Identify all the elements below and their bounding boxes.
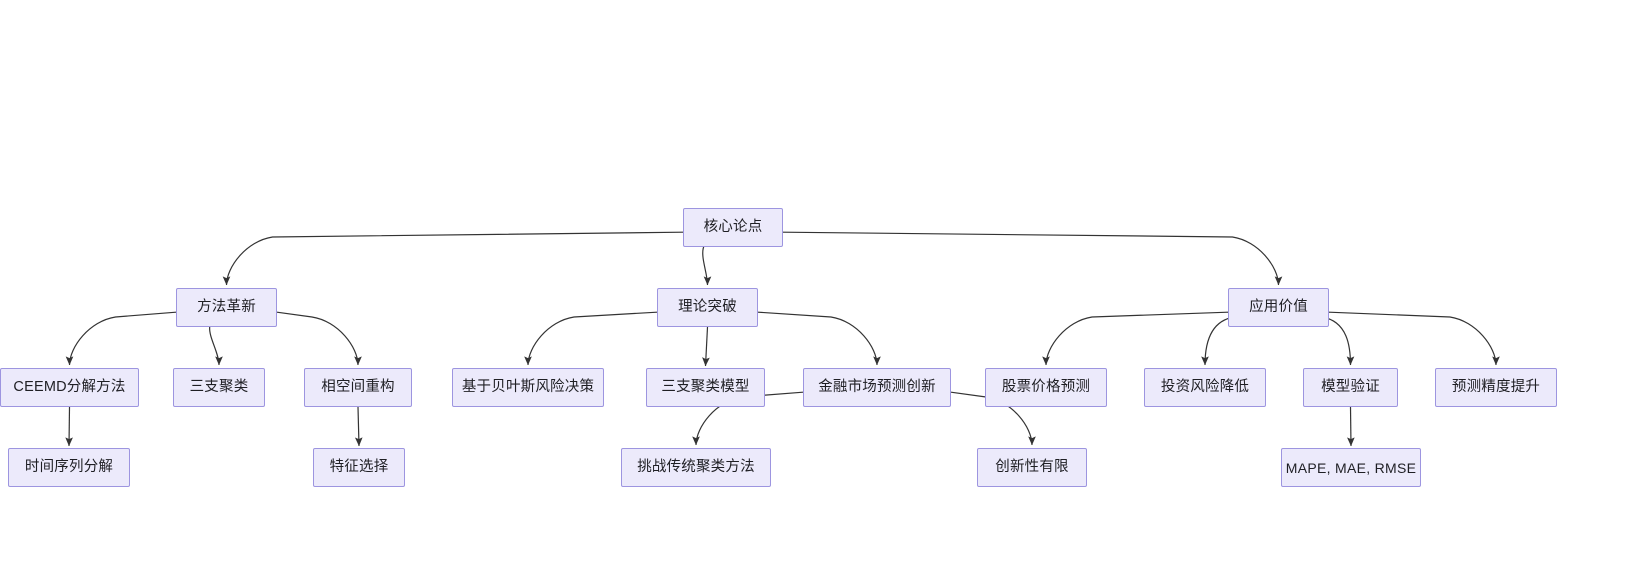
edge-l2c3-to-l3c3 bbox=[1347, 406, 1355, 447]
node-l1c[interactable]: 应用价值 bbox=[1228, 288, 1329, 327]
node-l1a[interactable]: 方法革新 bbox=[176, 288, 277, 327]
edge-l2a3-to-l3a3 bbox=[354, 406, 363, 447]
node-label: 挑战传统聚类方法 bbox=[637, 459, 755, 476]
node-root[interactable]: 核心论点 bbox=[683, 208, 783, 247]
node-label: 三支聚类 bbox=[189, 379, 249, 396]
edge-l1a-to-l2a3 bbox=[276, 311, 362, 366]
edge-l1c-to-l2c1 bbox=[1042, 311, 1229, 366]
node-label: 三支聚类模型 bbox=[661, 379, 750, 396]
node-l2a1[interactable]: CEEMD分解方法 bbox=[0, 368, 139, 407]
edge-l1b-to-l2b1 bbox=[524, 311, 658, 366]
node-l3a1[interactable]: 时间序列分解 bbox=[8, 448, 130, 487]
node-l2c2[interactable]: 投资风险降低 bbox=[1144, 368, 1266, 407]
node-label: 方法革新 bbox=[197, 299, 256, 316]
node-l2c4[interactable]: 预测精度提升 bbox=[1435, 368, 1557, 407]
node-l3b3a[interactable]: 挑战传统聚类方法 bbox=[621, 448, 771, 487]
node-label: 相空间重构 bbox=[321, 379, 395, 396]
node-l3a3[interactable]: 特征选择 bbox=[313, 448, 405, 487]
node-l3c3[interactable]: MAPE, MAE, RMSE bbox=[1281, 448, 1421, 487]
edge-l1c-to-l2c4 bbox=[1328, 311, 1500, 366]
node-label: 基于贝叶斯风险决策 bbox=[461, 379, 595, 396]
node-l2b3[interactable]: 金融市场预测创新 bbox=[803, 368, 951, 407]
node-label: 应用价值 bbox=[1249, 299, 1308, 316]
node-label: 模型验证 bbox=[1321, 379, 1380, 396]
node-label: 股票价格预测 bbox=[1001, 379, 1091, 396]
node-l2a3[interactable]: 相空间重构 bbox=[304, 368, 412, 407]
node-label: CEEMD分解方法 bbox=[13, 379, 126, 396]
node-label: 理论突破 bbox=[678, 299, 737, 316]
node-label: 预测精度提升 bbox=[1451, 379, 1541, 396]
node-label: 创新性有限 bbox=[995, 459, 1069, 476]
edge-l1b-to-l2b2 bbox=[702, 326, 710, 367]
node-l2b1[interactable]: 基于贝叶斯风险决策 bbox=[452, 368, 604, 407]
edge-l1a-to-l2a1 bbox=[65, 311, 177, 366]
node-label: 特征选择 bbox=[329, 459, 389, 476]
node-label: 金融市场预测创新 bbox=[818, 379, 936, 396]
node-l3b3b[interactable]: 创新性有限 bbox=[977, 448, 1087, 487]
edge-root-to-l1a bbox=[222, 231, 684, 286]
edge-paths bbox=[65, 231, 1500, 447]
node-l2c1[interactable]: 股票价格预测 bbox=[985, 368, 1107, 407]
edge-root-to-l1c bbox=[782, 231, 1283, 286]
edge-l1b-to-l2b3 bbox=[757, 311, 881, 366]
node-l1b[interactable]: 理论突破 bbox=[657, 288, 758, 327]
node-label: 投资风险降低 bbox=[1160, 379, 1250, 396]
node-l2b2[interactable]: 三支聚类模型 bbox=[646, 368, 765, 407]
node-label: 时间序列分解 bbox=[24, 459, 114, 476]
node-l2c3[interactable]: 模型验证 bbox=[1303, 368, 1398, 407]
node-l2a2[interactable]: 三支聚类 bbox=[173, 368, 265, 407]
node-label: 核心论点 bbox=[703, 219, 763, 236]
node-label: MAPE, MAE, RMSE bbox=[1285, 459, 1417, 476]
edge-l2a1-to-l3a1 bbox=[65, 406, 73, 447]
